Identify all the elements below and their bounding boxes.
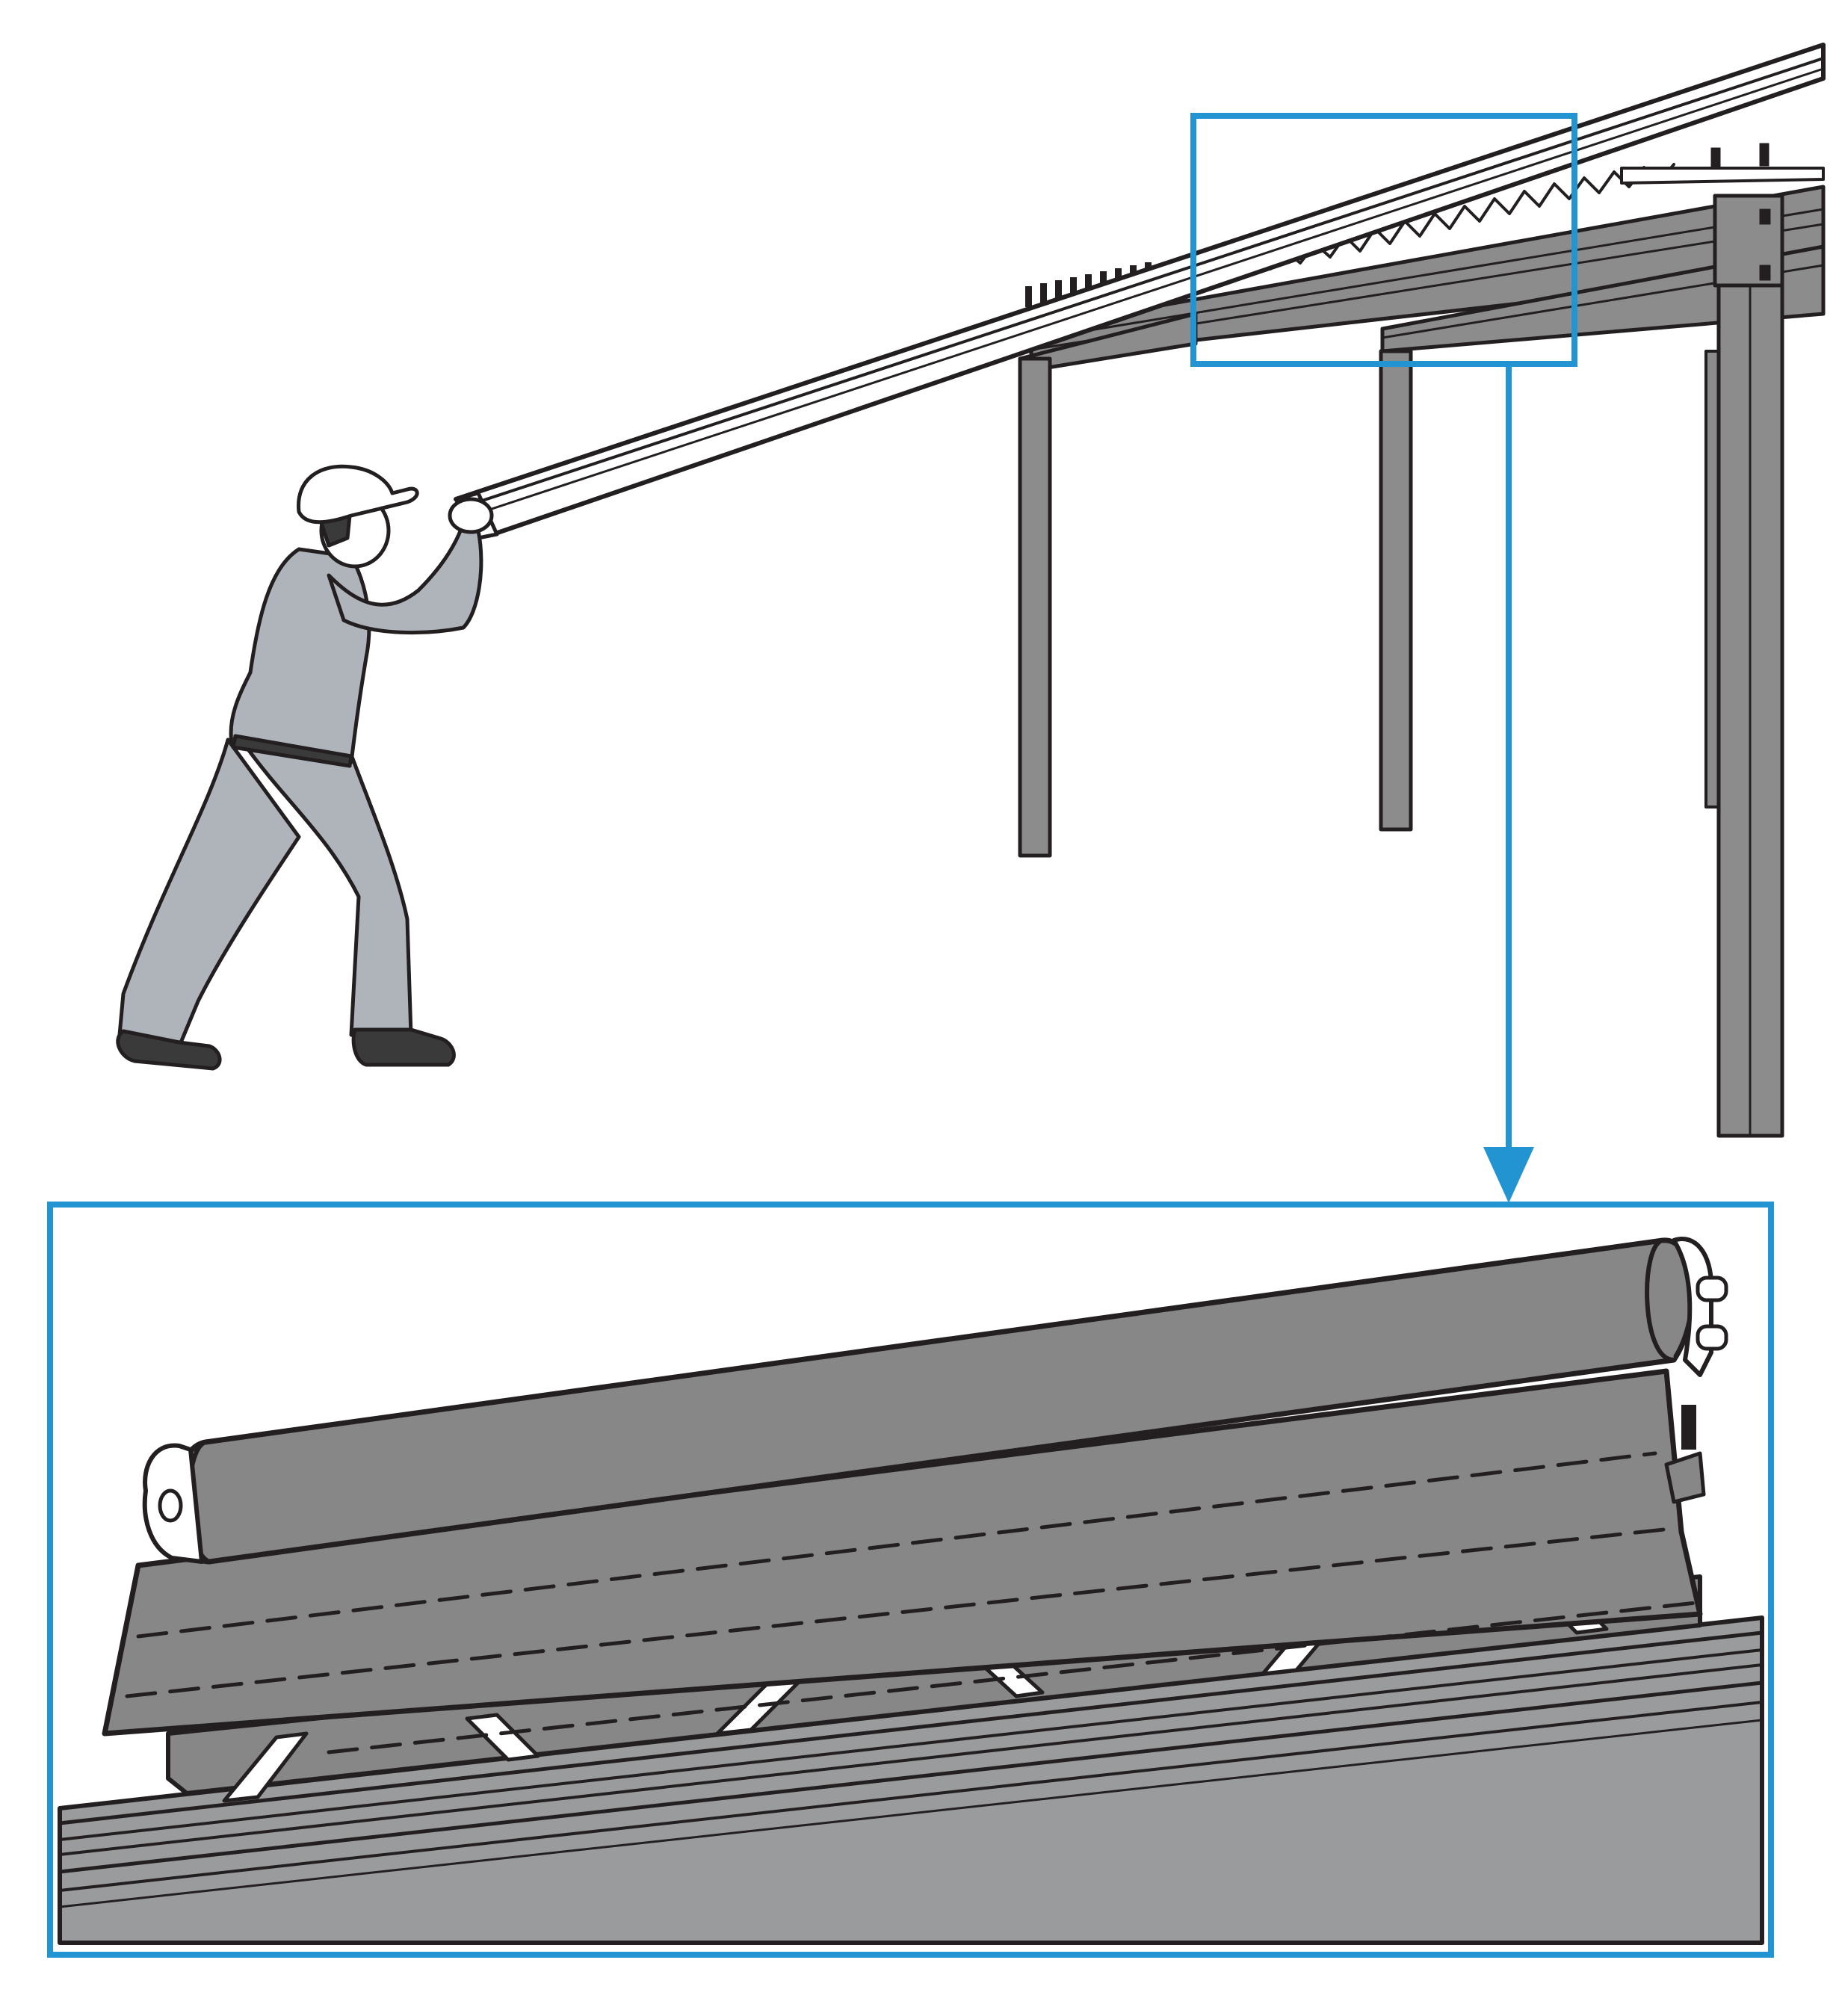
worker-back-shoe [116,1029,222,1071]
steel-structure [1018,143,1826,1138]
zoom-frame [1190,113,1577,367]
worker-front-shoe [351,1027,456,1067]
detail-roll-end-right [1645,1238,1676,1362]
worker-front-leg [244,745,413,1037]
detail-end-bracket-left [142,1443,204,1564]
arrow-down-icon [1483,1147,1534,1203]
overview-scene [116,43,1826,1138]
post-2 [1379,349,1413,832]
worker-cap [297,464,419,525]
detail-frame [47,1202,1774,1958]
stitch-line-3 [327,1601,1699,1754]
post-cap [1713,194,1784,288]
worker-hand [448,497,494,534]
stitch-line-1 [136,1451,1657,1639]
worker-back-leg [117,738,301,1048]
worker-belt [231,734,353,768]
upper-truss-rail [1620,167,1825,185]
worker-torso [229,547,371,764]
post-1 [1018,356,1052,858]
detail-wrap-panel [102,1368,1703,1737]
detail-end-bracket-right [1664,1237,1728,1504]
stitch-line-2 [125,1526,1680,1698]
worker-figure [116,464,494,1071]
callout-group [47,113,1774,1958]
detail-beam [58,1615,1764,1945]
detail-view [58,1237,1764,1945]
